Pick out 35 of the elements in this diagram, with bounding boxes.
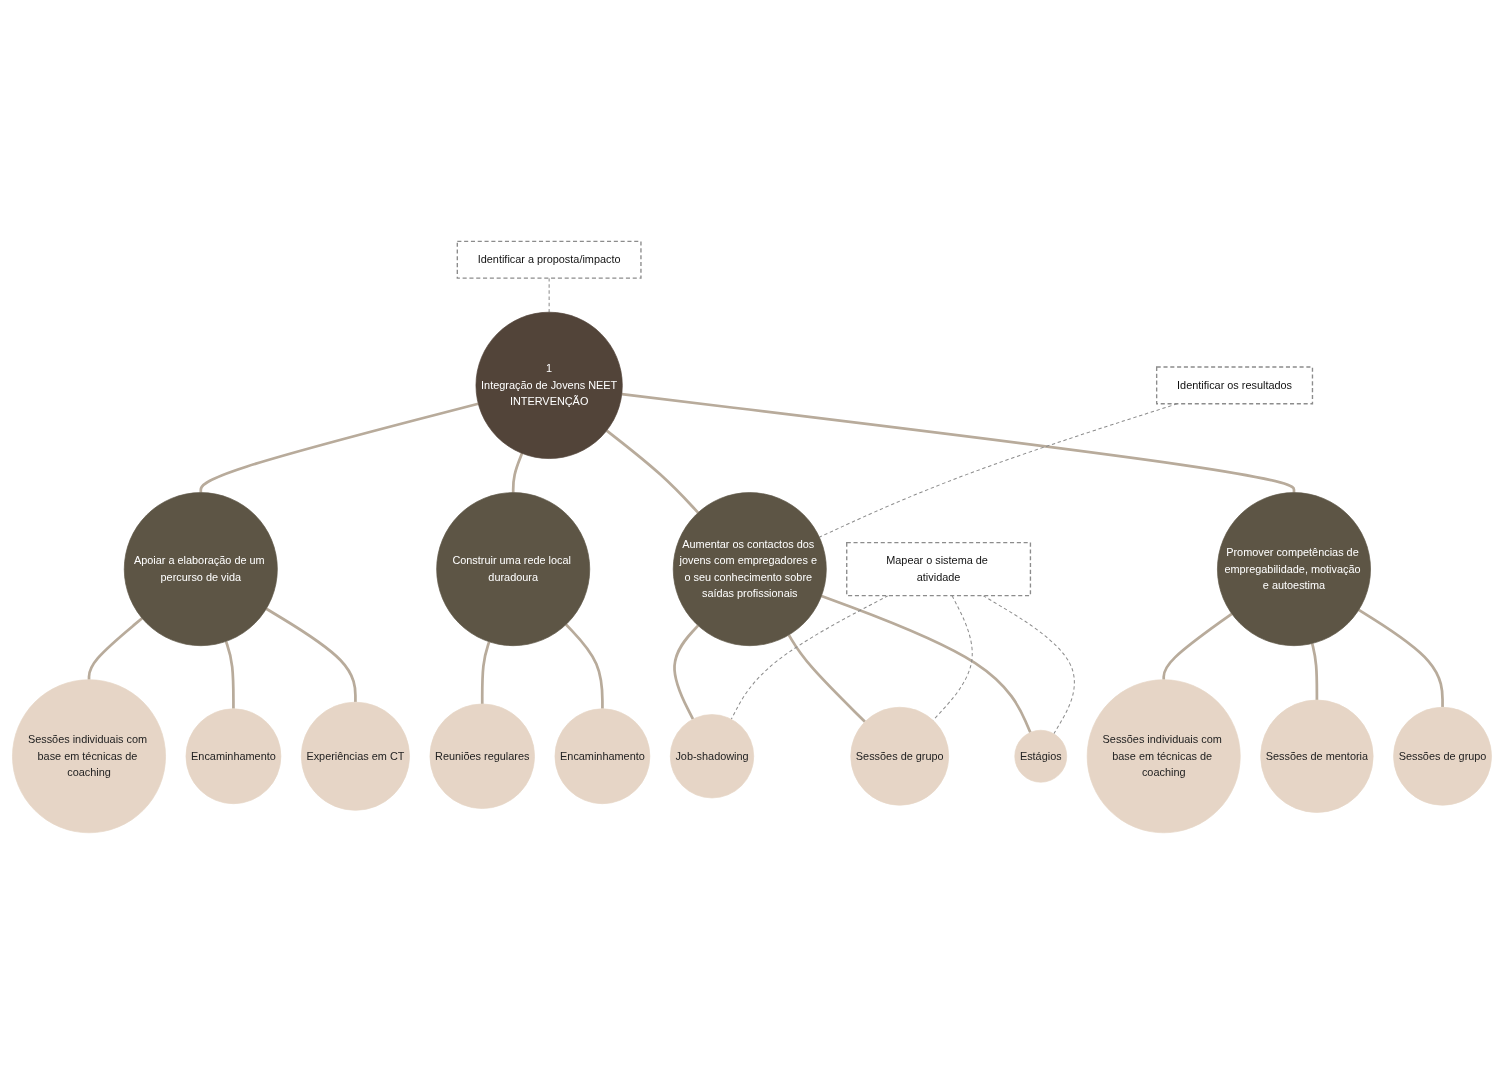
connector (265, 607, 357, 703)
connector (511, 453, 524, 493)
node-circle: Estágios (1014, 730, 1068, 783)
connector (87, 617, 143, 681)
node-circle: Sessões de mentoria (1260, 700, 1374, 814)
node-circle: Sessões de grupo (1393, 707, 1492, 806)
node-circle: 1 Integração de Jovens NEET INTERVENÇÃO (475, 312, 623, 460)
node-box: Identificar a proposta/impacto (456, 241, 642, 280)
connector (565, 623, 604, 710)
node-box: Identificar os resultados (1156, 366, 1314, 405)
connector (199, 402, 479, 493)
connector (673, 625, 700, 721)
connector (1310, 643, 1319, 701)
connector (1358, 609, 1444, 708)
node-circle: Reuniões regulares (429, 703, 535, 810)
node-circle: Construir uma rede local duradoura (436, 492, 591, 647)
connector (224, 641, 235, 710)
node-box: Mapear o sistema de atividade (846, 542, 1032, 597)
connector (1162, 613, 1233, 681)
node-circle: Encaminhamento (554, 708, 651, 805)
node-circle: Aumentar os contactos dos jovens com empregadores e o seu conhecimento sobre saídas profissionais (672, 492, 827, 647)
node-circle: Apoiar a elaboração de um percurso de vida (123, 492, 278, 647)
connector (605, 429, 700, 514)
connector (821, 595, 1032, 734)
connector (480, 641, 491, 705)
node-circle: Experiências em CT (300, 702, 410, 812)
node-circle: Encaminhamento (185, 708, 282, 805)
node-circle: Job-shadowing (669, 714, 755, 799)
node-circle: Sessões de grupo (850, 707, 950, 806)
connector (787, 634, 866, 724)
node-circle: Promover competências de empregabilidade, motivação e autoestima (1217, 492, 1371, 647)
connector (621, 393, 1296, 494)
node-circle: Sessões individuais com base em técnicas de coaching (1086, 679, 1241, 834)
connector (932, 595, 973, 722)
node-circle: Sessões individuais com base em técnicas de coaching (12, 679, 166, 834)
